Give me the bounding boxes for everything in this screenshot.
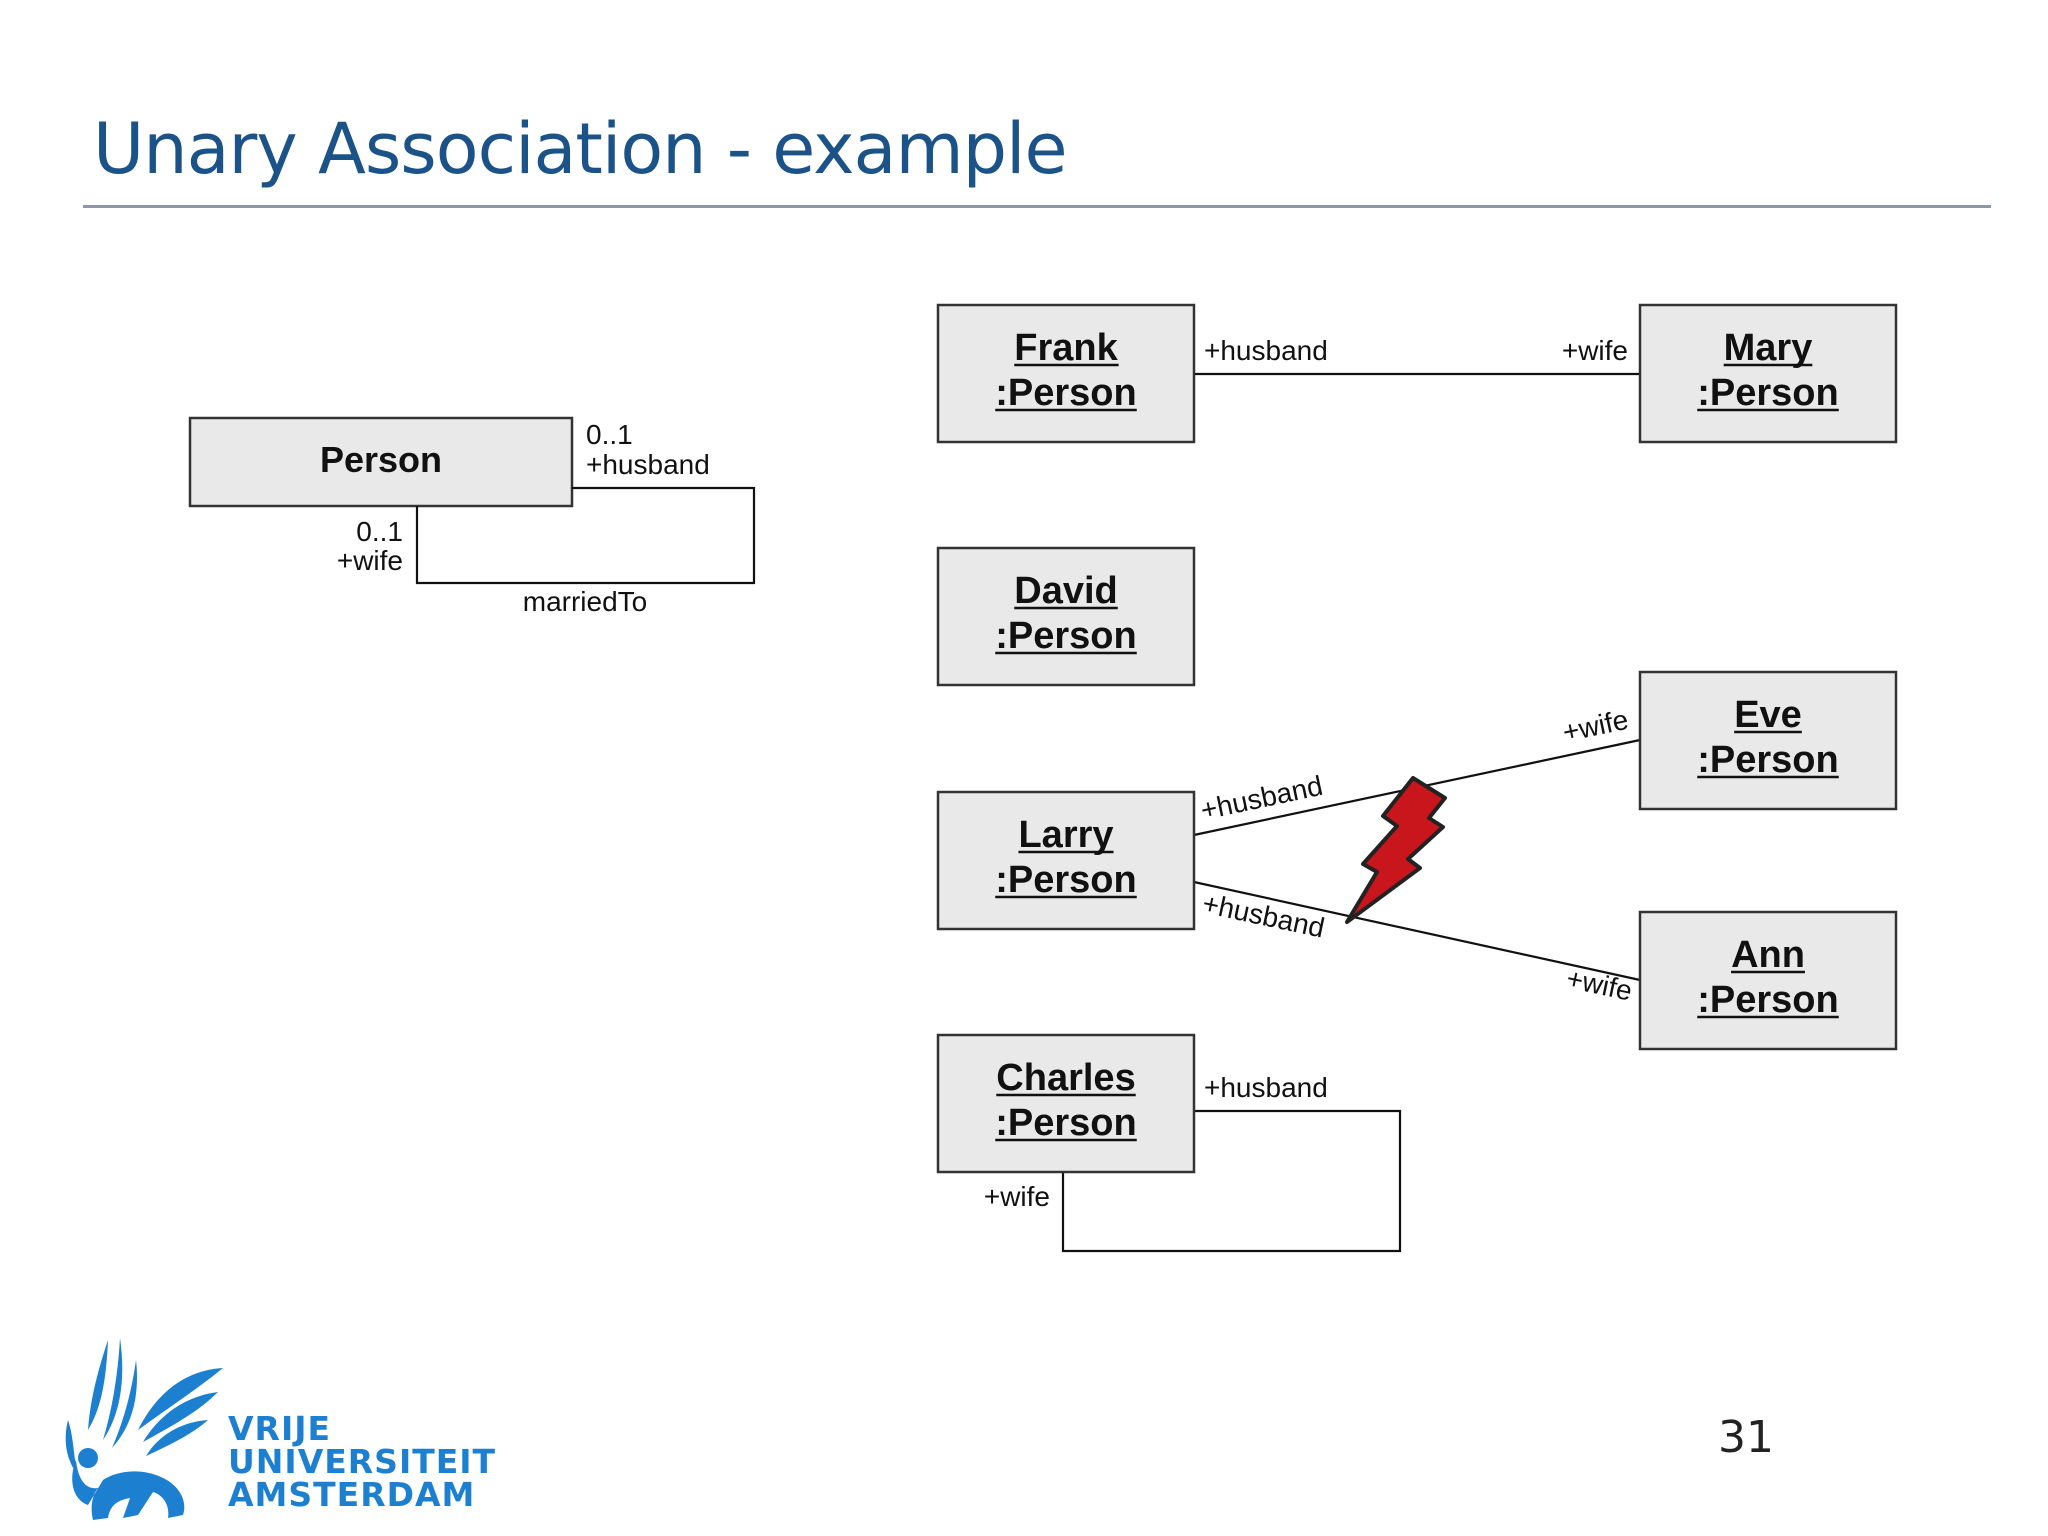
logo-text-line3: AMSTERDAM bbox=[228, 1475, 476, 1514]
object-eve: Eve :Person bbox=[1638, 670, 1898, 811]
title-divider bbox=[83, 205, 1991, 208]
husband-multiplicity: 0..1 bbox=[586, 419, 633, 450]
object-frank: Frank :Person bbox=[936, 303, 1196, 444]
object-name: Charles bbox=[996, 1057, 1135, 1099]
larry-husband-role-eve: +husband bbox=[1198, 770, 1326, 826]
object-name: Larry bbox=[1018, 814, 1113, 856]
object-mary: Mary :Person bbox=[1638, 303, 1898, 444]
object-type: :Person bbox=[1697, 739, 1838, 781]
charles-wife-role: +wife bbox=[984, 1181, 1050, 1212]
object-name: Ann bbox=[1731, 934, 1805, 976]
link-larry-ann bbox=[1193, 880, 1641, 982]
object-diagram: +husband +wife +husband +wife +husband +… bbox=[936, 303, 1898, 1253]
object-ann: Ann :Person bbox=[1638, 910, 1898, 1051]
object-name: Frank bbox=[1014, 327, 1118, 369]
lightning-bolt-icon bbox=[1345, 776, 1447, 924]
object-name: Mary bbox=[1724, 327, 1813, 369]
logo-text-line1: VRIJE bbox=[228, 1409, 332, 1448]
slide-title: Unary Association - example bbox=[93, 108, 1068, 190]
mary-wife-role: +wife bbox=[1562, 335, 1628, 366]
object-type: :Person bbox=[995, 372, 1136, 414]
married-to-association bbox=[415, 486, 756, 585]
class-diagram: Person 0..1 +husband 0..1 +wife marriedT… bbox=[188, 416, 756, 617]
object-david: David :Person bbox=[936, 546, 1196, 687]
eve-wife-role: +wife bbox=[1560, 704, 1631, 748]
object-type: :Person bbox=[995, 615, 1136, 657]
person-class-name: Person bbox=[320, 439, 442, 480]
object-name: Eve bbox=[1734, 694, 1802, 736]
link-charles-self bbox=[1061, 1109, 1402, 1253]
larry-husband-role-ann: +husband bbox=[1200, 888, 1328, 944]
object-type: :Person bbox=[995, 859, 1136, 901]
wife-multiplicity: 0..1 bbox=[356, 516, 403, 547]
ann-wife-role: +wife bbox=[1564, 963, 1635, 1007]
object-type: :Person bbox=[1697, 979, 1838, 1021]
object-larry: Larry :Person bbox=[936, 790, 1196, 931]
person-class-box bbox=[188, 416, 574, 508]
page-number: 31 bbox=[1718, 1412, 1774, 1463]
object-name: David bbox=[1014, 570, 1117, 612]
griffin-logo-icon bbox=[65, 1338, 223, 1520]
association-name: marriedTo bbox=[523, 586, 647, 617]
logo-text-line2: UNIVERSITEIT bbox=[228, 1442, 497, 1481]
frank-husband-role: +husband bbox=[1204, 335, 1328, 366]
object-type: :Person bbox=[1697, 372, 1838, 414]
charles-husband-role: +husband bbox=[1204, 1072, 1328, 1103]
object-charles: Charles :Person bbox=[936, 1033, 1196, 1174]
husband-role-label: +husband bbox=[586, 449, 710, 480]
object-type: :Person bbox=[995, 1102, 1136, 1144]
wife-role-label: +wife bbox=[337, 545, 403, 576]
